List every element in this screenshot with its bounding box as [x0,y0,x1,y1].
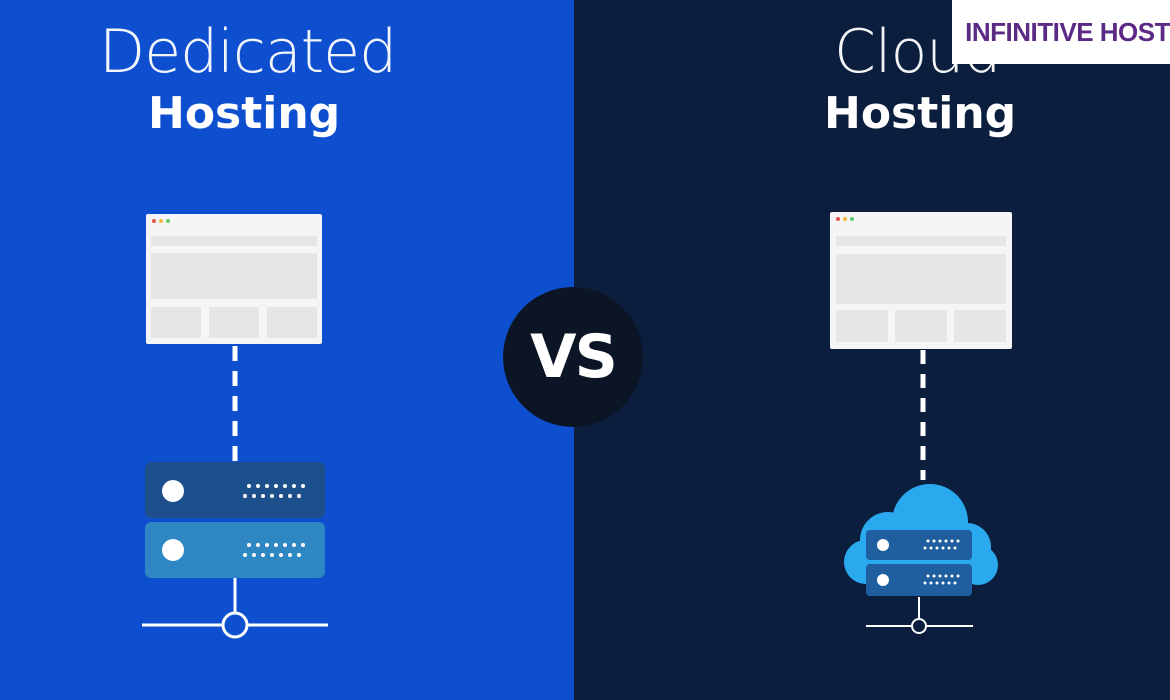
dedicated-title-line2: Hosting [148,88,341,139]
network-node-icon [142,578,328,639]
server-rack-icon [145,462,325,578]
dedicated-title-line1: Dedicated [99,17,397,87]
dedicated-browser-window-icon [146,214,322,344]
ih-logo-mark-icon [962,31,964,33]
brand-name: INFINITIVE HOST [965,16,1170,47]
cloud-browser-window-icon [830,212,1012,349]
cloud-title-line2: Hosting [824,88,1017,139]
brand-logo: INFINITIVE HOST [952,0,1170,64]
vs-badge: VS [503,287,643,427]
dedicated-hosting-panel [0,0,574,700]
cloud-network-node-icon [866,597,973,634]
cloud-server-icon [844,484,998,596]
